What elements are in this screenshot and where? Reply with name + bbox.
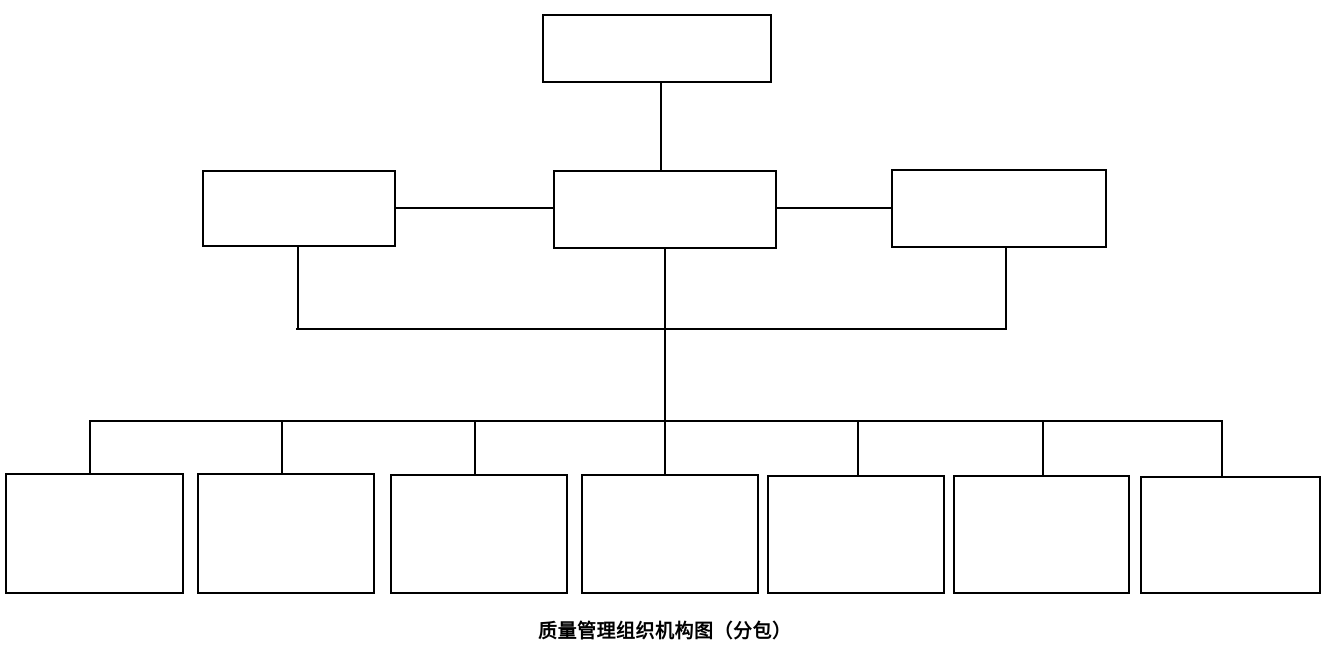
connector-c9 bbox=[89, 420, 91, 474]
connector-c8 bbox=[89, 420, 1223, 422]
connector-c7 bbox=[664, 249, 666, 422]
connector-c12 bbox=[664, 420, 666, 475]
connector-c3 bbox=[777, 207, 892, 209]
connector-c13 bbox=[857, 420, 859, 476]
connector-c1 bbox=[660, 83, 662, 171]
org-node-box-n3[interactable] bbox=[553, 170, 777, 249]
connector-c4 bbox=[297, 247, 299, 330]
connector-c5 bbox=[1005, 248, 1007, 330]
connector-c14 bbox=[1042, 420, 1044, 476]
org-node-box-n4[interactable] bbox=[891, 169, 1107, 248]
org-node-box-n5[interactable] bbox=[5, 473, 184, 594]
connector-c11 bbox=[474, 420, 476, 475]
chart-caption: 质量管理组织机构图（分包） bbox=[538, 621, 792, 642]
org-node-box-n11[interactable] bbox=[1140, 476, 1321, 594]
org-node-box-n7[interactable] bbox=[390, 474, 568, 594]
connector-c2 bbox=[396, 207, 554, 209]
connector-c15 bbox=[1221, 420, 1223, 477]
connector-c6 bbox=[296, 328, 1007, 330]
org-node-box-n2[interactable] bbox=[202, 170, 396, 247]
connector-c10 bbox=[281, 420, 283, 474]
org-node-box-n9[interactable] bbox=[767, 475, 945, 594]
org-node-box-n1[interactable] bbox=[542, 14, 772, 83]
org-node-box-n6[interactable] bbox=[197, 473, 375, 594]
org-node-box-n10[interactable] bbox=[953, 475, 1130, 594]
org-node-box-n8[interactable] bbox=[581, 474, 759, 594]
